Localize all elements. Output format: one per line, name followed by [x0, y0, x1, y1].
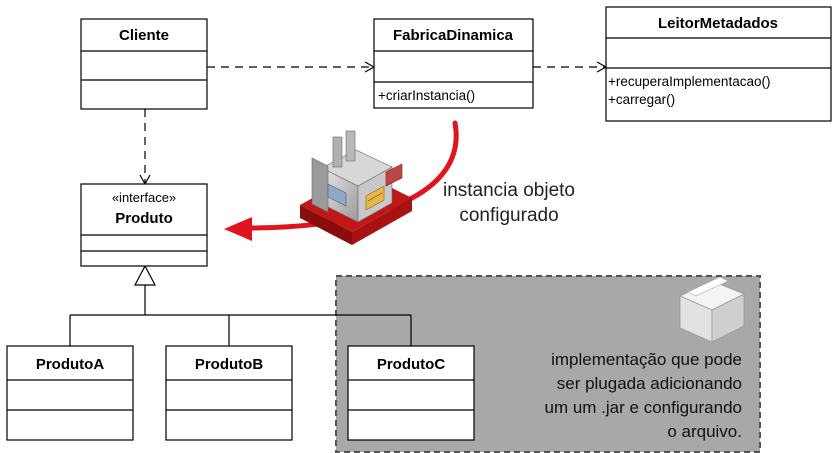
class-produto-b-name: ProdutoB [195, 356, 263, 373]
class-leitor-op-0: +recuperaImplementacao() [608, 74, 770, 89]
class-produto-a: ProdutoA [6, 345, 134, 441]
annotation-line-1: instancia objeto [443, 180, 575, 201]
class-leitor-op-1: +carregar() [608, 92, 675, 107]
class-fabrica-op-0: +criarInstancia() [378, 88, 475, 103]
class-produto-a-name: ProdutoA [36, 356, 104, 373]
instantiation-arrowhead [224, 217, 252, 241]
class-produto-name: Produto [115, 210, 173, 227]
class-leitor-name: LeitorMetadados [658, 15, 778, 32]
note-line-2: ser plugada adicionando [557, 374, 742, 393]
box-icon [679, 276, 745, 343]
class-produto-c-name: ProdutoC [377, 356, 445, 373]
class-fabrica-name: FabricaDinamica [393, 27, 514, 44]
factory-icon [300, 130, 412, 245]
note-line-1: implementação que pode [551, 350, 742, 369]
annotation-line-2: configurado [459, 205, 558, 226]
note-line-3: um um .jar e configurando [545, 398, 743, 417]
class-leitor-metadados: LeitorMetadados +recuperaImplementacao()… [605, 6, 832, 122]
class-cliente: Cliente [80, 18, 208, 110]
generalization-tree [69, 264, 412, 346]
class-fabrica-dinamica: FabricaDinamica +criarInstancia() [373, 18, 534, 109]
class-produto-stereotype: «interface» [112, 190, 176, 205]
class-cliente-name: Cliente [119, 27, 169, 44]
class-produto-b: ProdutoB [165, 345, 293, 441]
note-line-4: o arquivo. [667, 422, 742, 441]
class-produto-c: ProdutoC [347, 345, 475, 441]
class-produto: «interface» Produto [80, 183, 208, 267]
